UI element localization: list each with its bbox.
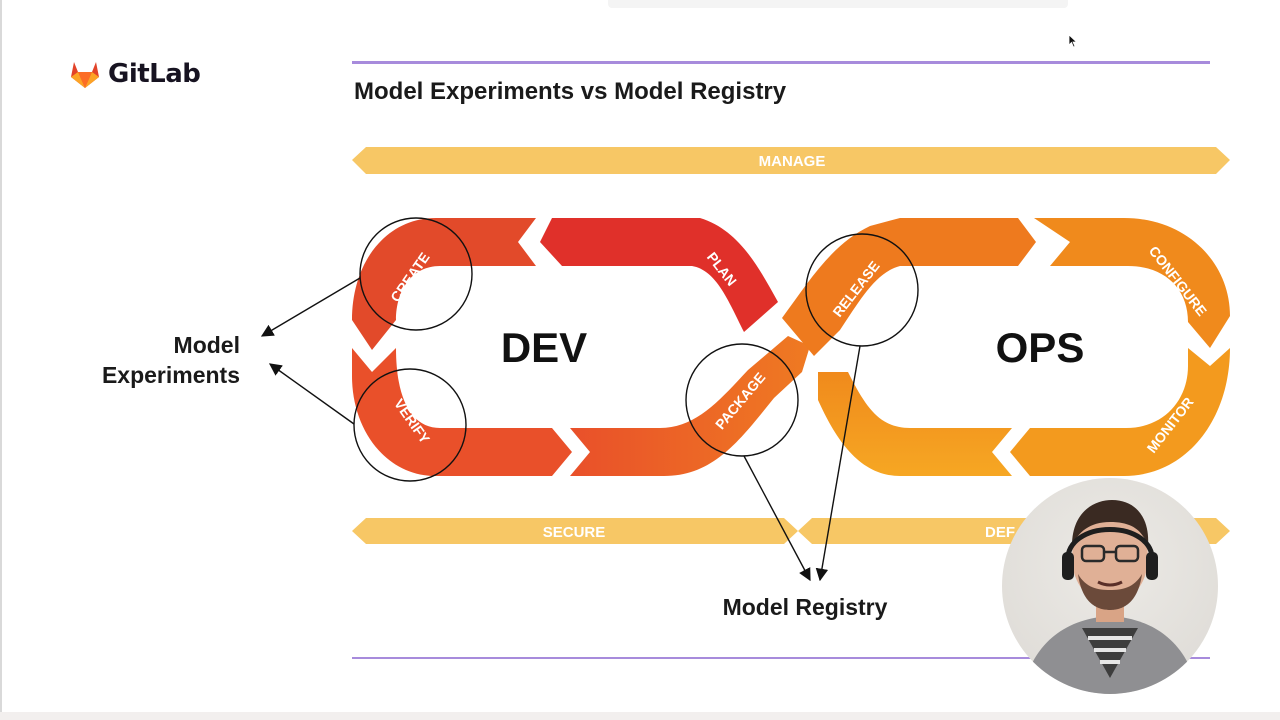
top-strip [608, 0, 1068, 8]
dev-package-segment [570, 336, 810, 476]
verify-highlight-circle [353, 368, 467, 482]
arrow-release-to-registry [815, 345, 861, 582]
gitlab-tanuki-icon [71, 62, 99, 88]
secure-band-label: SECURE [543, 524, 606, 541]
secure-band [352, 518, 798, 544]
window-edge [0, 0, 2, 720]
gitlab-logo: GitLab [68, 58, 201, 90]
dev-plan-segment [540, 218, 778, 332]
manage-band-label: MANAGE [759, 153, 826, 170]
top-rule [352, 61, 1210, 64]
ops-release-segment [782, 218, 1036, 356]
model-registry-label: Model Registry [722, 594, 888, 620]
package-highlight-circle [685, 343, 799, 457]
arrow-package-to-registry [743, 455, 811, 582]
mouse-cursor-icon [1068, 34, 1078, 48]
slide-title: Model Experiments vs Model Registry [354, 78, 787, 105]
manage-band [352, 147, 1230, 174]
create-highlight-circle [359, 217, 473, 331]
ops-label: OPS [996, 324, 1085, 371]
logo-text: GitLab [108, 59, 201, 89]
dev-label: DEV [501, 324, 587, 371]
presenter-webcam-avatar [1022, 500, 1198, 694]
presenter-webcam [1002, 478, 1218, 694]
bottom-rule [352, 657, 1210, 659]
model-experiments-label: Model Experiments [70, 330, 240, 390]
dev-create-segment [352, 218, 536, 350]
model-experiments-line-1: Model [173, 332, 240, 358]
arrow-create-to-experiments [260, 277, 361, 337]
ops-return-segment [818, 372, 1012, 476]
ops-monitor-segment [1010, 348, 1230, 476]
arrow-verify-to-experiments [268, 363, 355, 425]
ops-configure-segment [1034, 218, 1230, 348]
dev-verify-segment [352, 348, 572, 476]
bottom-edge [0, 712, 1280, 720]
release-highlight-circle [805, 233, 919, 347]
defend-band-label: DEF [985, 524, 1015, 541]
model-experiments-line-2: Experiments [101, 362, 240, 388]
